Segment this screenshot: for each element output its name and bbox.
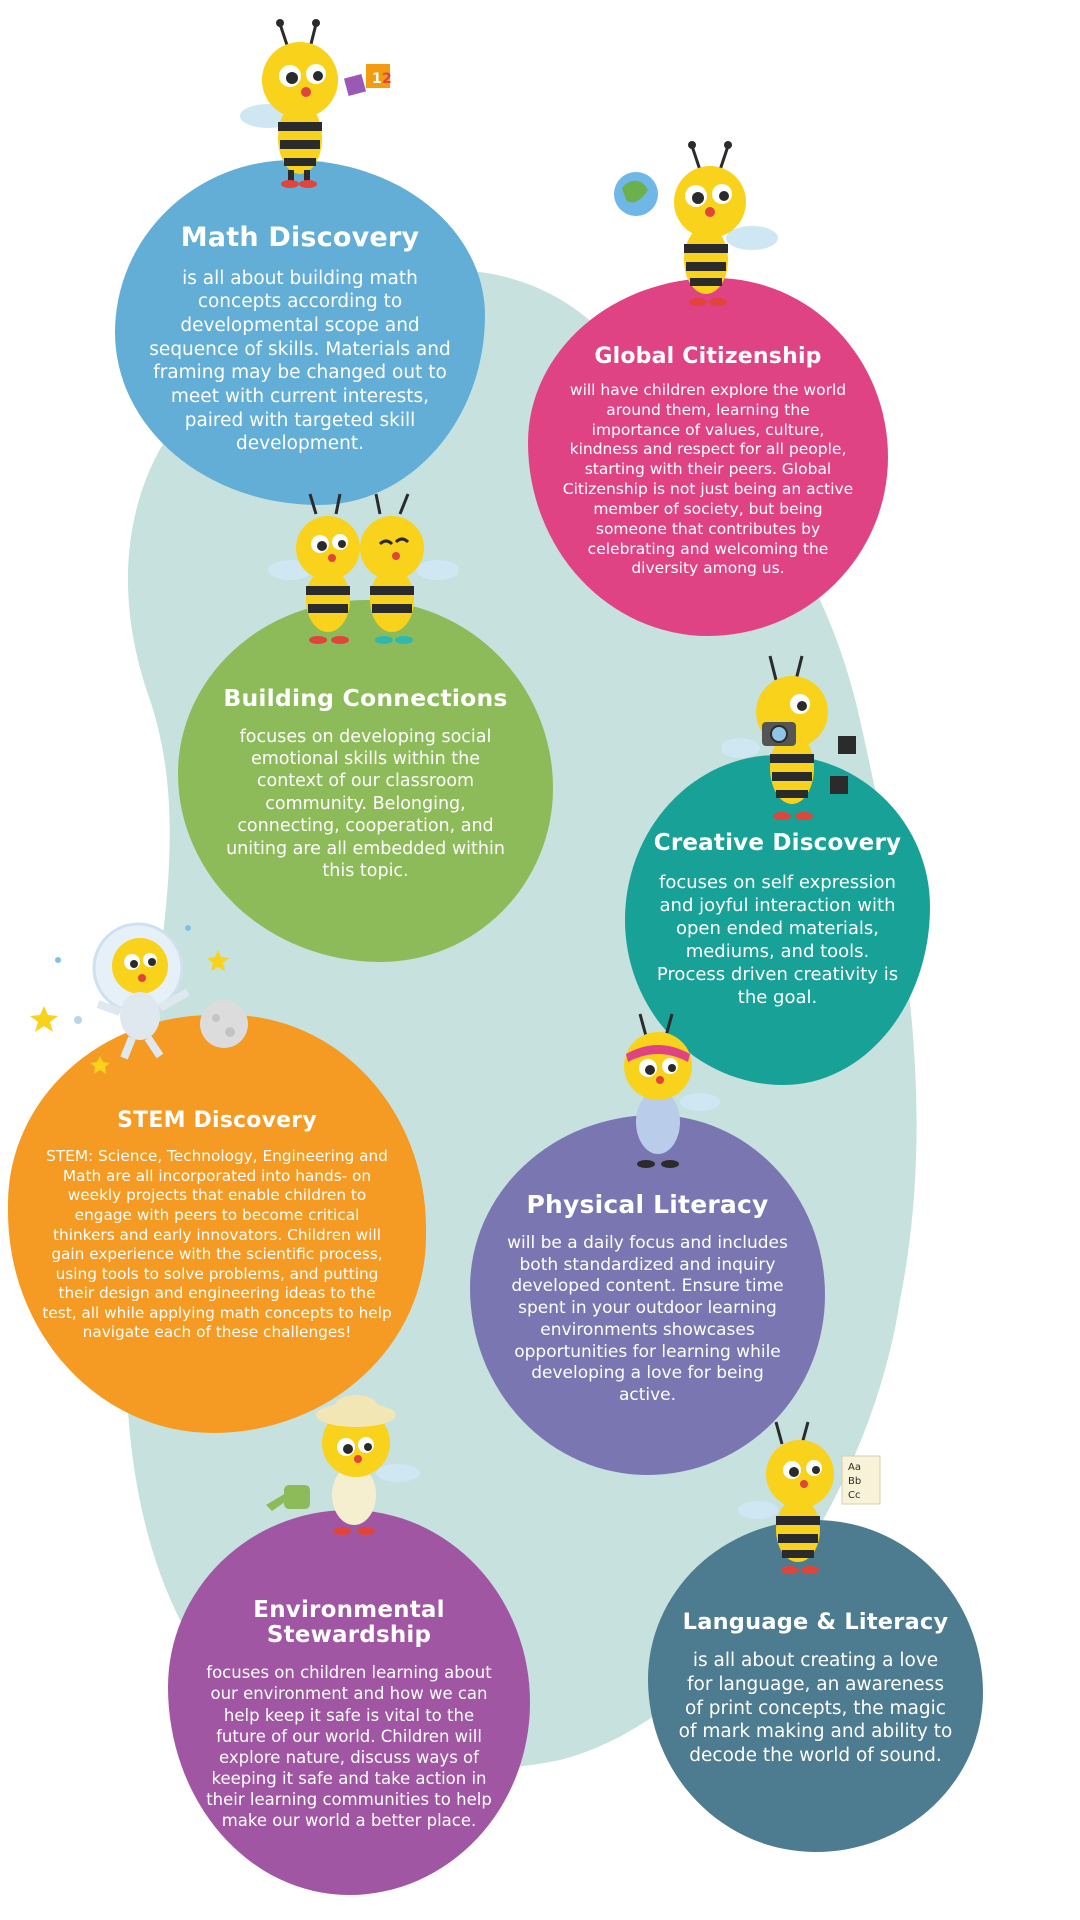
svg-text:Aa: Aa — [848, 1462, 861, 1473]
topic-creative-title: Creative Discovery — [653, 830, 902, 857]
topic-global: Global Citizenship will have children ex… — [528, 278, 888, 636]
topic-physical-body: will be a daily focus and includes both … — [507, 1232, 788, 1405]
topic-environment-title: Environmental Stewardship — [253, 1596, 445, 1649]
topic-stem-body: STEM: Science, Technology, Engineering a… — [42, 1147, 392, 1342]
topic-global-body: will have children explore the world aro… — [562, 380, 854, 578]
bee-physical-icon — [624, 1013, 720, 1168]
topic-stem: STEM Discovery STEM: Science, Technology… — [8, 1015, 426, 1433]
topic-language: Language & Literacy is all about creatin… — [648, 1520, 983, 1852]
svg-text:Cc: Cc — [848, 1490, 860, 1501]
svg-text:1: 1 — [372, 71, 382, 87]
topic-language-title: Language & Literacy — [682, 1609, 949, 1636]
bee-language-icon: Aa Bb Cc — [738, 1421, 881, 1574]
topic-connections-title: Building Connections — [223, 683, 508, 712]
topic-physical-title: Physical Literacy — [526, 1190, 769, 1220]
topic-math-body: is all about building math concepts acco… — [149, 267, 451, 455]
topic-stem-title: STEM Discovery — [117, 1108, 317, 1134]
svg-text:2: 2 — [382, 71, 392, 87]
topic-physical: Physical Literacy will be a daily focus … — [470, 1115, 825, 1475]
topic-environment-body: focuses on children learning about our e… — [206, 1663, 492, 1831]
topic-math-title: Math Discovery — [180, 221, 420, 253]
topic-creative-body: focuses on self expression and joyful in… — [656, 871, 899, 1008]
bee-creative-icon — [722, 655, 856, 820]
topic-global-title: Global Citizenship — [594, 343, 822, 369]
topic-connections: Building Connections focuses on developi… — [178, 600, 553, 962]
topic-creative: Creative Discovery focuses on self expre… — [625, 755, 930, 1085]
topic-language-body: is all about creating a love for languag… — [678, 1650, 953, 1766]
bee-environment-icon — [266, 1395, 420, 1535]
bee-global-icon — [614, 141, 778, 306]
svg-text:Bb: Bb — [848, 1476, 861, 1487]
bee-stem-icon — [30, 922, 248, 1074]
topic-math: Math Discovery is all about building mat… — [115, 160, 485, 505]
bee-math-icon: 1 2 — [240, 19, 392, 188]
bee-connections-icon — [268, 493, 458, 644]
topic-environment: Environmental Stewardship focuses on chi… — [168, 1510, 530, 1895]
topic-connections-body: focuses on developing social emotional s… — [226, 726, 505, 881]
